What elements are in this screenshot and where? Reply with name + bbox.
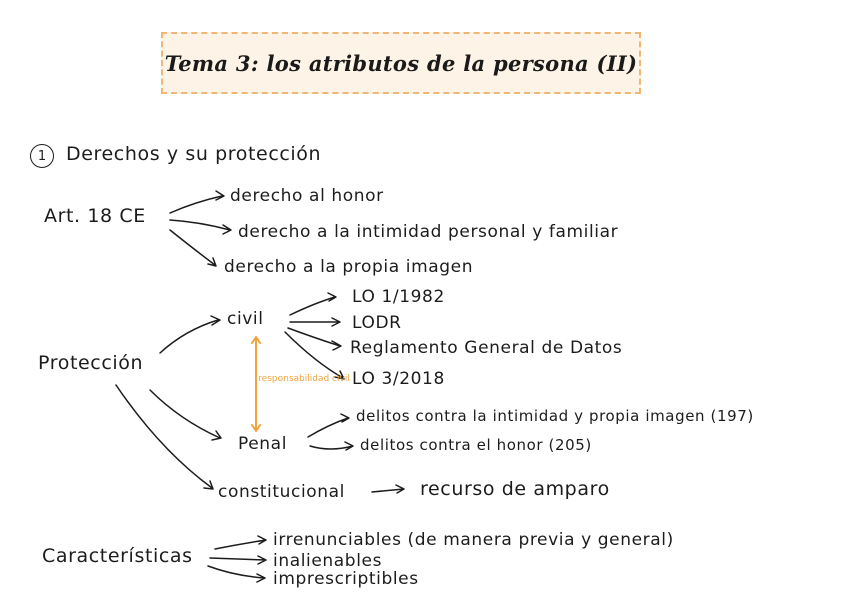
arrow-penal-intimidad (307, 413, 350, 438)
penal-item-intimidad: delitos contra la intimidad y propia ima… (356, 407, 754, 425)
civil-label: civil (227, 309, 264, 329)
arrow-caract-imprescriptibles (207, 565, 266, 583)
section-number-badge: 1 (30, 144, 54, 168)
arrow-caract-irrenunciables (214, 535, 267, 550)
constitucional-label: constitucional (218, 482, 345, 502)
proteccion-label: Protección (38, 352, 144, 374)
arrow-constitucional-amparo (371, 484, 405, 494)
civil-item-lodr: LODR (352, 313, 402, 333)
arrow-civil-reglamento (287, 327, 342, 351)
title-box: Tema 3: los atributos de la persona (II) (161, 32, 641, 94)
arrow-proteccion-penal (149, 389, 222, 441)
civil-item-reglamento: Reglamento General de Datos (350, 338, 623, 358)
arrow-caract-inalienables (209, 555, 267, 565)
arrow-proteccion-civil (159, 315, 221, 354)
responsabilidad-civil-note: responsabilidad civil (258, 374, 350, 384)
caracteristicas-label: Características (42, 545, 193, 567)
art18-item-imagen: derecho a la propia imagen (224, 257, 474, 277)
art18-item-honor: derecho al honor (230, 186, 384, 206)
arrow-penal-honor (309, 441, 354, 451)
arrow-civil-lodr (289, 317, 341, 327)
arrow-art18-intimidad (169, 219, 232, 235)
penal-item-honor: delitos contra el honor (205) (360, 436, 592, 454)
page-title: Tema 3: los atributos de la persona (II) (164, 50, 638, 76)
art18-item-intimidad: derecho a la intimidad personal y famili… (238, 222, 619, 242)
caract-item-irrenunciables: irrenunciables (de manera previa y gener… (273, 530, 674, 550)
arrow-proteccion-constitucional (115, 384, 214, 490)
recurso-amparo: recurso de amparo (420, 478, 610, 500)
section-heading: Derechos y su protección (66, 143, 322, 165)
caract-item-imprescriptibles: imprescriptibles (273, 569, 419, 589)
arrow-civil-lo2018 (284, 331, 345, 380)
civil-item-lo2018: LO 3/2018 (352, 369, 445, 389)
penal-label: Penal (238, 434, 288, 454)
arrow-art18-imagen (169, 229, 217, 267)
arrow-art18-honor (169, 190, 225, 214)
art18-label: Art. 18 CE (44, 205, 146, 227)
orange-bracket-top (251, 336, 261, 344)
orange-bracket-bottom (251, 424, 261, 432)
arrow-civil-lo1982 (289, 292, 337, 316)
civil-item-lo1982: LO 1/1982 (352, 287, 445, 307)
caract-item-inalienables: inalienables (273, 551, 383, 571)
